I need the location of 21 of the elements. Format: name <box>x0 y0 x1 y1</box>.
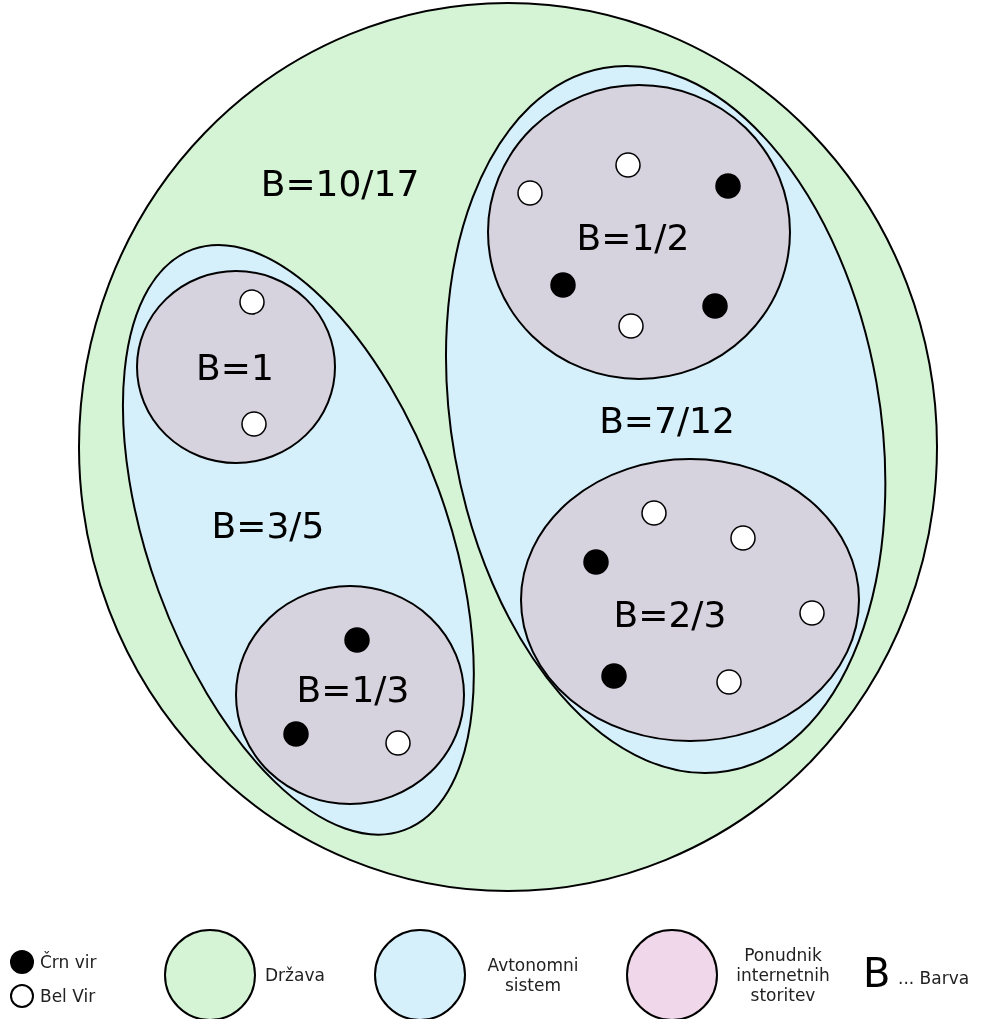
provider-circle <box>487 84 791 380</box>
legend-label: Avtonomni sistem <box>486 954 580 996</box>
provider-circle <box>136 270 336 464</box>
autonomous-system-ellipse <box>445 65 887 775</box>
legend-label: Ponudnik internetnih storitev <box>735 944 831 1006</box>
legend-label: Država <box>265 965 325 986</box>
provider-circle <box>520 458 860 742</box>
color-ratio-label: B=1/2 <box>576 216 690 258</box>
legend-label: Bel Vir <box>40 986 96 1007</box>
color-ratio-label: B=3/5 <box>211 504 325 546</box>
color-ratio-label: B=2/3 <box>613 593 727 635</box>
country-circle <box>78 2 938 892</box>
color-ratio-label: B=10/17 <box>260 162 420 204</box>
legend-symbol: B <box>863 949 891 997</box>
legend-label: Črn vir <box>40 952 97 973</box>
provider-circle <box>235 585 465 805</box>
autonomous-system-ellipse <box>121 244 475 836</box>
color-ratio-label: B=1/3 <box>296 668 410 710</box>
color-ratio-label: B=7/12 <box>599 399 735 441</box>
legend-label: ... Barva <box>898 968 970 989</box>
color-ratio-label: B=1 <box>196 346 274 388</box>
